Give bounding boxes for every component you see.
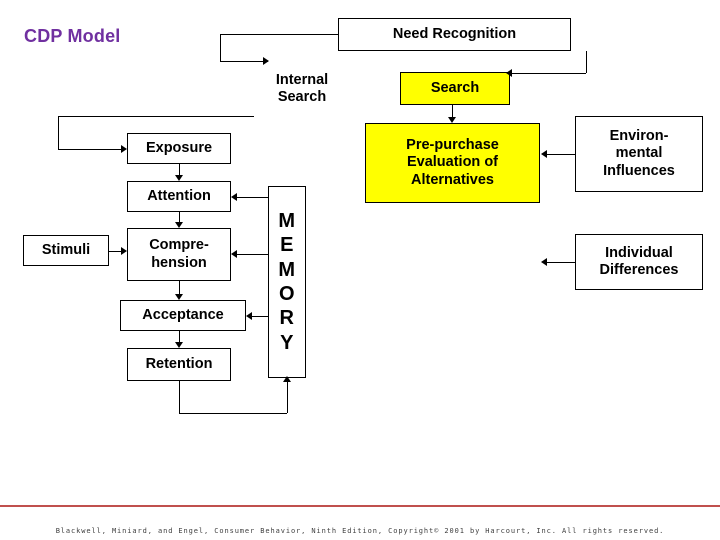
arrow-to-exposure bbox=[121, 145, 127, 153]
node-search: Search bbox=[400, 72, 510, 105]
node-internal-search: Internal Search bbox=[254, 62, 350, 116]
arrow-memory-to-comprehension bbox=[231, 250, 237, 258]
connector-exposure-to-attention bbox=[179, 164, 180, 175]
footer-divider bbox=[0, 505, 720, 507]
connector-need-recognition-left bbox=[220, 34, 338, 35]
connector-memory-to-comprehension bbox=[235, 254, 268, 255]
connector-environmental-to-pre-purchase bbox=[545, 154, 575, 155]
arrow-search-to-pre-purchase bbox=[448, 117, 456, 123]
connector-need-recognition-right-down bbox=[586, 51, 587, 73]
node-individual-differences-line-2: Differences bbox=[599, 262, 679, 278]
connector-retention-down bbox=[179, 381, 180, 413]
connector-need-recognition-left-down bbox=[220, 34, 221, 61]
arrow-memory-to-attention bbox=[231, 193, 237, 201]
node-internal-search-line-1: Internal bbox=[275, 71, 329, 88]
connector-memory-to-attention bbox=[235, 197, 268, 198]
connector-individual-differences-left bbox=[545, 262, 575, 263]
node-pre-purchase-line-2: Evaluation of bbox=[406, 154, 499, 171]
node-retention: Retention bbox=[127, 348, 231, 381]
node-attention-label: Attention bbox=[147, 187, 211, 204]
connector-retention-loop bbox=[179, 413, 287, 414]
arrow-memory-to-acceptance bbox=[246, 312, 252, 320]
connector-need-to-search bbox=[510, 73, 586, 74]
connector-attention-to-comprehension bbox=[179, 212, 180, 222]
connector-memory-to-acceptance bbox=[250, 316, 268, 317]
connector-comprehension-to-acceptance bbox=[179, 281, 180, 294]
node-individual-differences-line-1: Individual bbox=[605, 244, 673, 261]
arrow-acceptance-to-retention bbox=[175, 342, 183, 348]
node-stimuli-label: Stimuli bbox=[41, 241, 91, 258]
connector-need-recognition-to-internal bbox=[220, 61, 268, 62]
arrow-individual-differences-left bbox=[541, 258, 547, 266]
node-acceptance: Acceptance bbox=[120, 300, 246, 331]
node-search-label: Search bbox=[430, 79, 480, 96]
node-internal-search-line-2: Search bbox=[277, 89, 327, 105]
connector-acceptance-to-retention bbox=[179, 331, 180, 342]
node-comprehension-line-1: Compre- bbox=[149, 237, 209, 254]
node-memory-letter-3: M bbox=[278, 258, 296, 281]
node-stimuli: Stimuli bbox=[23, 235, 109, 266]
node-comprehension-line-2: hension bbox=[151, 254, 207, 271]
node-environmental-influences-line-1: Environ- bbox=[609, 128, 669, 145]
arrow-stimuli-to-comprehension bbox=[121, 247, 127, 255]
node-retention-label: Retention bbox=[145, 355, 213, 372]
connector-loop-to-memory bbox=[287, 382, 288, 413]
node-pre-purchase-line-3: Alternatives bbox=[410, 171, 494, 188]
connector-left-spine-to-exposure bbox=[58, 149, 123, 150]
node-memory-letter-1: M bbox=[278, 209, 296, 232]
node-pre-purchase-line-1: Pre-purchase bbox=[406, 137, 499, 154]
footer-citation: Blackwell, Miniard, and Engel, Consumer … bbox=[55, 527, 665, 535]
node-memory: M E M O R Y bbox=[268, 186, 306, 378]
arrow-exposure-to-attention bbox=[175, 175, 183, 181]
connector-internal-search-to-left-spine bbox=[58, 116, 254, 117]
connector-internal-search-down bbox=[58, 116, 59, 149]
node-environmental-influences-line-2: mental bbox=[615, 145, 663, 162]
node-memory-letter-6: Y bbox=[280, 331, 294, 354]
arrow-environmental-to-pre-purchase bbox=[541, 150, 547, 158]
node-comprehension: Compre- hension bbox=[127, 228, 231, 281]
arrow-loop-to-memory bbox=[283, 376, 291, 382]
node-pre-purchase-evaluation: Pre-purchase Evaluation of Alternatives bbox=[365, 123, 540, 203]
node-memory-letter-2: E bbox=[280, 234, 294, 257]
arrow-comprehension-to-acceptance bbox=[175, 294, 183, 300]
node-need-recognition-label: Need Recognition bbox=[392, 25, 517, 42]
node-environmental-influences-line-3: Influences bbox=[603, 162, 675, 179]
node-exposure-label: Exposure bbox=[145, 139, 213, 156]
node-need-recognition: Need Recognition bbox=[338, 18, 571, 51]
node-memory-letter-4: O bbox=[278, 283, 296, 305]
node-exposure: Exposure bbox=[127, 133, 231, 164]
arrow-need-to-internal bbox=[263, 57, 269, 65]
node-acceptance-label: Acceptance bbox=[142, 306, 224, 323]
node-attention: Attention bbox=[127, 181, 231, 212]
arrow-attention-to-comprehension bbox=[175, 222, 183, 228]
page-title: CDP Model bbox=[24, 26, 121, 46]
node-environmental-influences: Environ- mental Influences bbox=[575, 116, 703, 192]
arrow-need-to-search bbox=[506, 69, 512, 77]
node-individual-differences: Individual Differences bbox=[575, 234, 703, 290]
connector-stimuli-to-comprehension bbox=[109, 251, 123, 252]
node-memory-letter-5: R bbox=[279, 307, 295, 330]
connector-search-to-pre-purchase bbox=[452, 105, 453, 117]
